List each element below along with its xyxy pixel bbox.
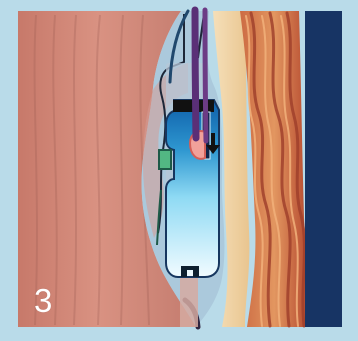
navy-side-panel: [305, 11, 342, 327]
lower-bracket-post: [180, 278, 198, 327]
device-left-tab: [159, 150, 171, 169]
step-number: 3: [34, 279, 74, 323]
